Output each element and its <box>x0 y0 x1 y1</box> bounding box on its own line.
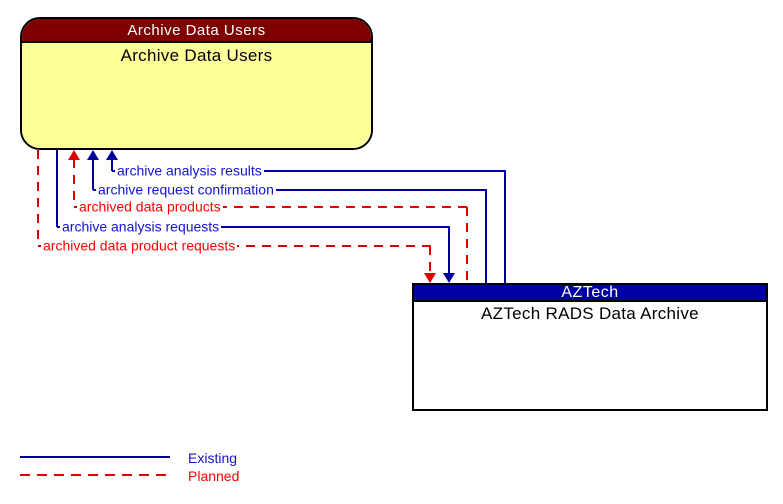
legend-existing-label: Existing <box>188 450 238 466</box>
legend-planned-line-swatch <box>20 474 170 476</box>
flow-vertical-right <box>448 227 450 274</box>
entity-header-archive-data-users: Archive Data Users <box>22 19 371 43</box>
arrowhead-down-icon <box>443 273 455 283</box>
entity-title-aztech: AZTech RADS Data Archive <box>414 302 766 324</box>
arrowhead-down-icon <box>424 273 436 283</box>
arrowhead-up-icon <box>68 150 80 160</box>
flow-label: archive analysis requests <box>60 218 222 235</box>
entity-box-archive-data-users: Archive Data Users Archive Data Users <box>20 17 373 150</box>
flow-vertical-left <box>56 150 58 227</box>
flow-horizontal <box>112 170 506 172</box>
arrowhead-up-icon <box>87 150 99 160</box>
flow-vertical-left <box>73 159 75 207</box>
flow-label: archived data product requests <box>41 237 238 254</box>
entity-title-archive-data-users: Archive Data Users <box>22 43 371 148</box>
legend-planned-label: Planned <box>188 468 240 484</box>
flow-vertical-right <box>466 207 468 283</box>
flow-horizontal <box>93 189 487 191</box>
flow-horizontal <box>57 226 450 228</box>
flow-vertical-left <box>92 159 94 190</box>
flow-label: archived data products <box>77 198 223 215</box>
flow-vertical-right <box>429 246 431 274</box>
entity-box-aztech: AZTech AZTech RADS Data Archive <box>412 283 768 411</box>
flow-vertical-left <box>111 159 113 171</box>
legend-existing-line-swatch <box>20 456 170 458</box>
flow-vertical-right <box>485 190 487 283</box>
flow-vertical-left <box>37 150 39 246</box>
flow-label: archive analysis results <box>115 162 264 179</box>
flow-label: archive request confirmation <box>96 181 276 198</box>
flow-horizontal <box>74 206 468 208</box>
entity-header-aztech: AZTech <box>414 284 766 302</box>
flow-vertical-right <box>504 171 506 283</box>
arrowhead-up-icon <box>106 150 118 160</box>
